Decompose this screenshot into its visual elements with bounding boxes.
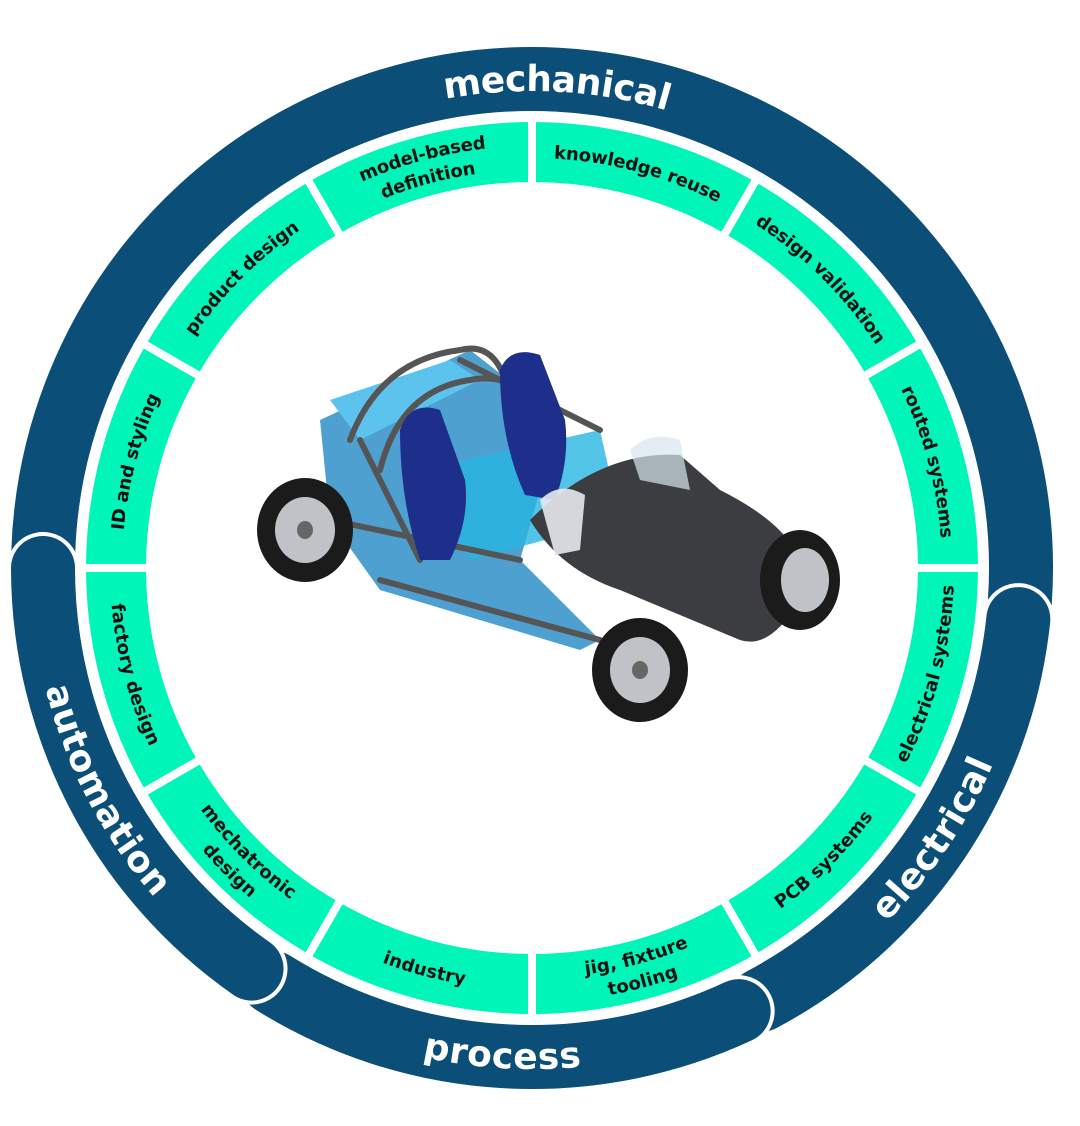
segment-model-based-definition <box>301 113 536 243</box>
outer-ring-arc-mechanical <box>11 47 1053 635</box>
vehicle-chassis-icon <box>257 345 840 722</box>
outer-ring-arc-electrical <box>729 587 1051 1032</box>
outer-ring-arc-automation <box>11 536 284 1001</box>
outer-ring-arc-process <box>240 950 771 1089</box>
